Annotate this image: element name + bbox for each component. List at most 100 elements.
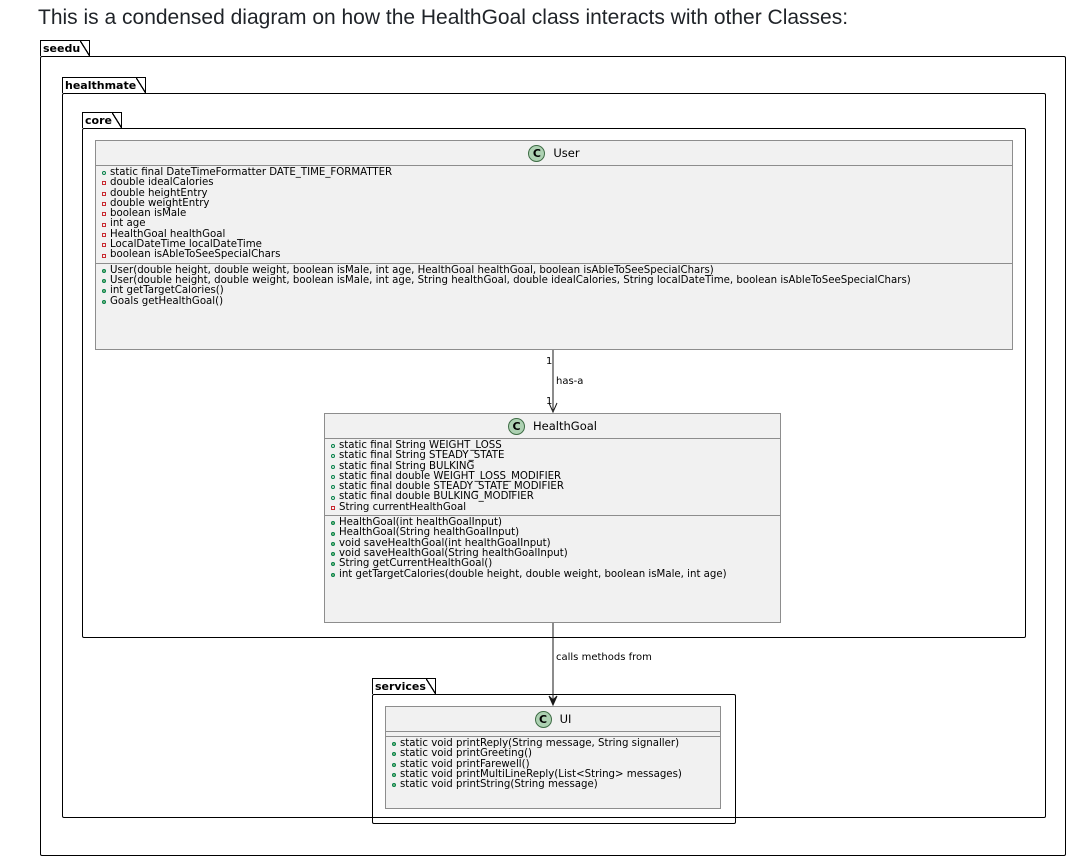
method-text: HealthGoal(int healthGoalInput)	[339, 517, 502, 529]
field-text: HealthGoal healthGoal	[110, 228, 226, 240]
method-text: void saveHealthGoal(int healthGoalInput)	[339, 537, 551, 549]
method-text: String getCurrentHealthGoal()	[339, 558, 493, 570]
field-text: static final double WEIGHT_LOSS_MODIFIER	[339, 470, 562, 482]
method-row: static void printGreeting()	[392, 748, 720, 759]
method-row: void saveHealthGoal(String healthGoalInp…	[331, 547, 780, 559]
class-ui-header: C UI	[386, 707, 720, 732]
field-row: String currentHealthGoal	[331, 501, 780, 513]
public-method-icon	[331, 552, 335, 557]
class-healthgoal-header: C HealthGoal	[325, 414, 780, 439]
method-text: void saveHealthGoal(String healthGoalInp…	[339, 547, 568, 559]
field-row: static final DateTimeFormatter DATE_TIME…	[102, 167, 1012, 178]
field-row: boolean isMale	[102, 208, 1012, 220]
public-field-icon	[331, 444, 335, 449]
field-text: static final double BULKING_MODIFIER	[339, 491, 534, 503]
class-icon: C	[528, 144, 546, 162]
public-method-icon	[102, 299, 106, 304]
class-ui-name: UI	[559, 712, 572, 726]
field-text: static final String WEIGHT_LOSS	[339, 440, 502, 451]
has-a-source-multiplicity: 1	[546, 356, 553, 367]
private-field-icon	[102, 202, 106, 207]
intro-text: This is a condensed diagram on how the H…	[38, 6, 849, 29]
field-text: int age	[110, 218, 146, 230]
field-text: double idealCalories	[110, 177, 214, 189]
public-method-icon	[392, 762, 396, 767]
field-text: static final String BULKING	[339, 460, 475, 472]
method-row: Goals getHealthGoal()	[102, 295, 1012, 307]
field-text: double heightEntry	[110, 187, 208, 199]
method-row: int getTargetCalories()	[102, 285, 1012, 297]
class-user: C User static final DateTimeFormatter DA…	[95, 140, 1013, 350]
method-row: static void printMultiLineReply(List<Str…	[392, 768, 720, 780]
public-method-icon	[392, 773, 396, 778]
class-ui: C UI static void printReply(String messa…	[385, 706, 721, 809]
method-row: static void printString(String message)	[392, 779, 720, 791]
method-text: int getTargetCalories()	[110, 285, 224, 297]
package-tab-seedu: seedu	[40, 40, 90, 57]
public-method-icon	[102, 268, 106, 273]
field-text: double weightEntry	[110, 197, 210, 209]
class-healthgoal: C HealthGoal static final String WEIGHT_…	[324, 413, 781, 623]
field-text: boolean isAbleToSeeSpecialChars	[110, 249, 281, 261]
public-method-icon	[102, 279, 106, 284]
has-a-label: has-a	[556, 376, 584, 387]
has-a-target-multiplicity: 1	[546, 396, 553, 407]
field-row: static final double BULKING_MODIFIER	[331, 492, 780, 502]
private-field-icon	[102, 253, 106, 258]
class-healthgoal-name: HealthGoal	[533, 419, 597, 433]
package-tab-core: core	[82, 112, 122, 129]
method-text: static void printMultiLineReply(List<Str…	[400, 768, 682, 780]
public-method-icon	[392, 752, 396, 757]
method-row: HealthGoal(String healthGoalInput)	[331, 528, 780, 538]
public-method-icon	[331, 521, 335, 526]
package-tab-healthmate: healthmate	[62, 77, 146, 94]
private-field-icon	[102, 212, 106, 217]
field-row: double heightEntry	[102, 187, 1012, 199]
public-field-icon	[331, 495, 335, 500]
field-text: String currentHealthGoal	[339, 501, 467, 513]
class-ui-fields	[386, 732, 720, 737]
private-field-icon	[102, 181, 106, 186]
method-row: HealthGoal(int healthGoalInput)	[331, 517, 780, 529]
method-text: static void printString(String message)	[400, 779, 598, 791]
package-healthmate	[62, 93, 1046, 818]
package-services	[372, 694, 736, 824]
field-row: HealthGoal healthGoal	[102, 228, 1012, 240]
method-text: User(double height, double weight, boole…	[110, 274, 911, 286]
public-field-icon	[331, 485, 335, 490]
field-row: static final double STEADY_STATE_MODIFIE…	[331, 481, 780, 493]
method-text: static void printFarewell()	[400, 758, 530, 770]
class-ui-methods: static void printReply(String message, S…	[386, 737, 720, 792]
public-method-icon	[331, 572, 335, 577]
method-text: User(double height, double weight, boole…	[110, 264, 714, 276]
class-healthgoal-methods: HealthGoal(int healthGoalInput) HealthGo…	[325, 516, 780, 582]
package-tab-services: services	[372, 678, 436, 695]
field-text: static final DateTimeFormatter DATE_TIME…	[110, 167, 393, 178]
field-row: static final String WEIGHT_LOSS	[331, 440, 780, 451]
public-field-icon	[331, 464, 335, 469]
method-text: int getTargetCalories(double height, dou…	[339, 568, 727, 580]
private-field-icon	[102, 232, 106, 237]
public-method-icon	[392, 783, 396, 788]
calls-label: calls methods from	[556, 652, 652, 663]
private-field-icon	[102, 222, 106, 227]
field-row: double idealCalories	[102, 177, 1012, 189]
public-method-icon	[331, 531, 335, 536]
field-row: static final String BULKING	[331, 460, 780, 472]
public-field-icon	[331, 475, 335, 480]
method-row: void saveHealthGoal(int healthGoalInput)	[331, 537, 780, 549]
field-row: double weightEntry	[102, 197, 1012, 209]
private-field-icon	[102, 243, 106, 248]
has-a-arrowhead	[548, 402, 558, 414]
method-row: int getTargetCalories(double height, dou…	[331, 568, 780, 580]
field-text: boolean isMale	[110, 208, 187, 220]
public-method-icon	[331, 562, 335, 567]
public-method-icon	[331, 541, 335, 546]
field-text: static final double STEADY_STATE_MODIFIE…	[339, 481, 564, 493]
method-text: Goals getHealthGoal()	[110, 295, 224, 307]
private-field-icon	[102, 191, 106, 196]
package-core	[82, 128, 1026, 638]
field-text: static final String STEADY_STATE	[339, 450, 505, 462]
method-row: static void printReply(String message, S…	[392, 738, 720, 749]
class-user-name: User	[553, 146, 580, 160]
